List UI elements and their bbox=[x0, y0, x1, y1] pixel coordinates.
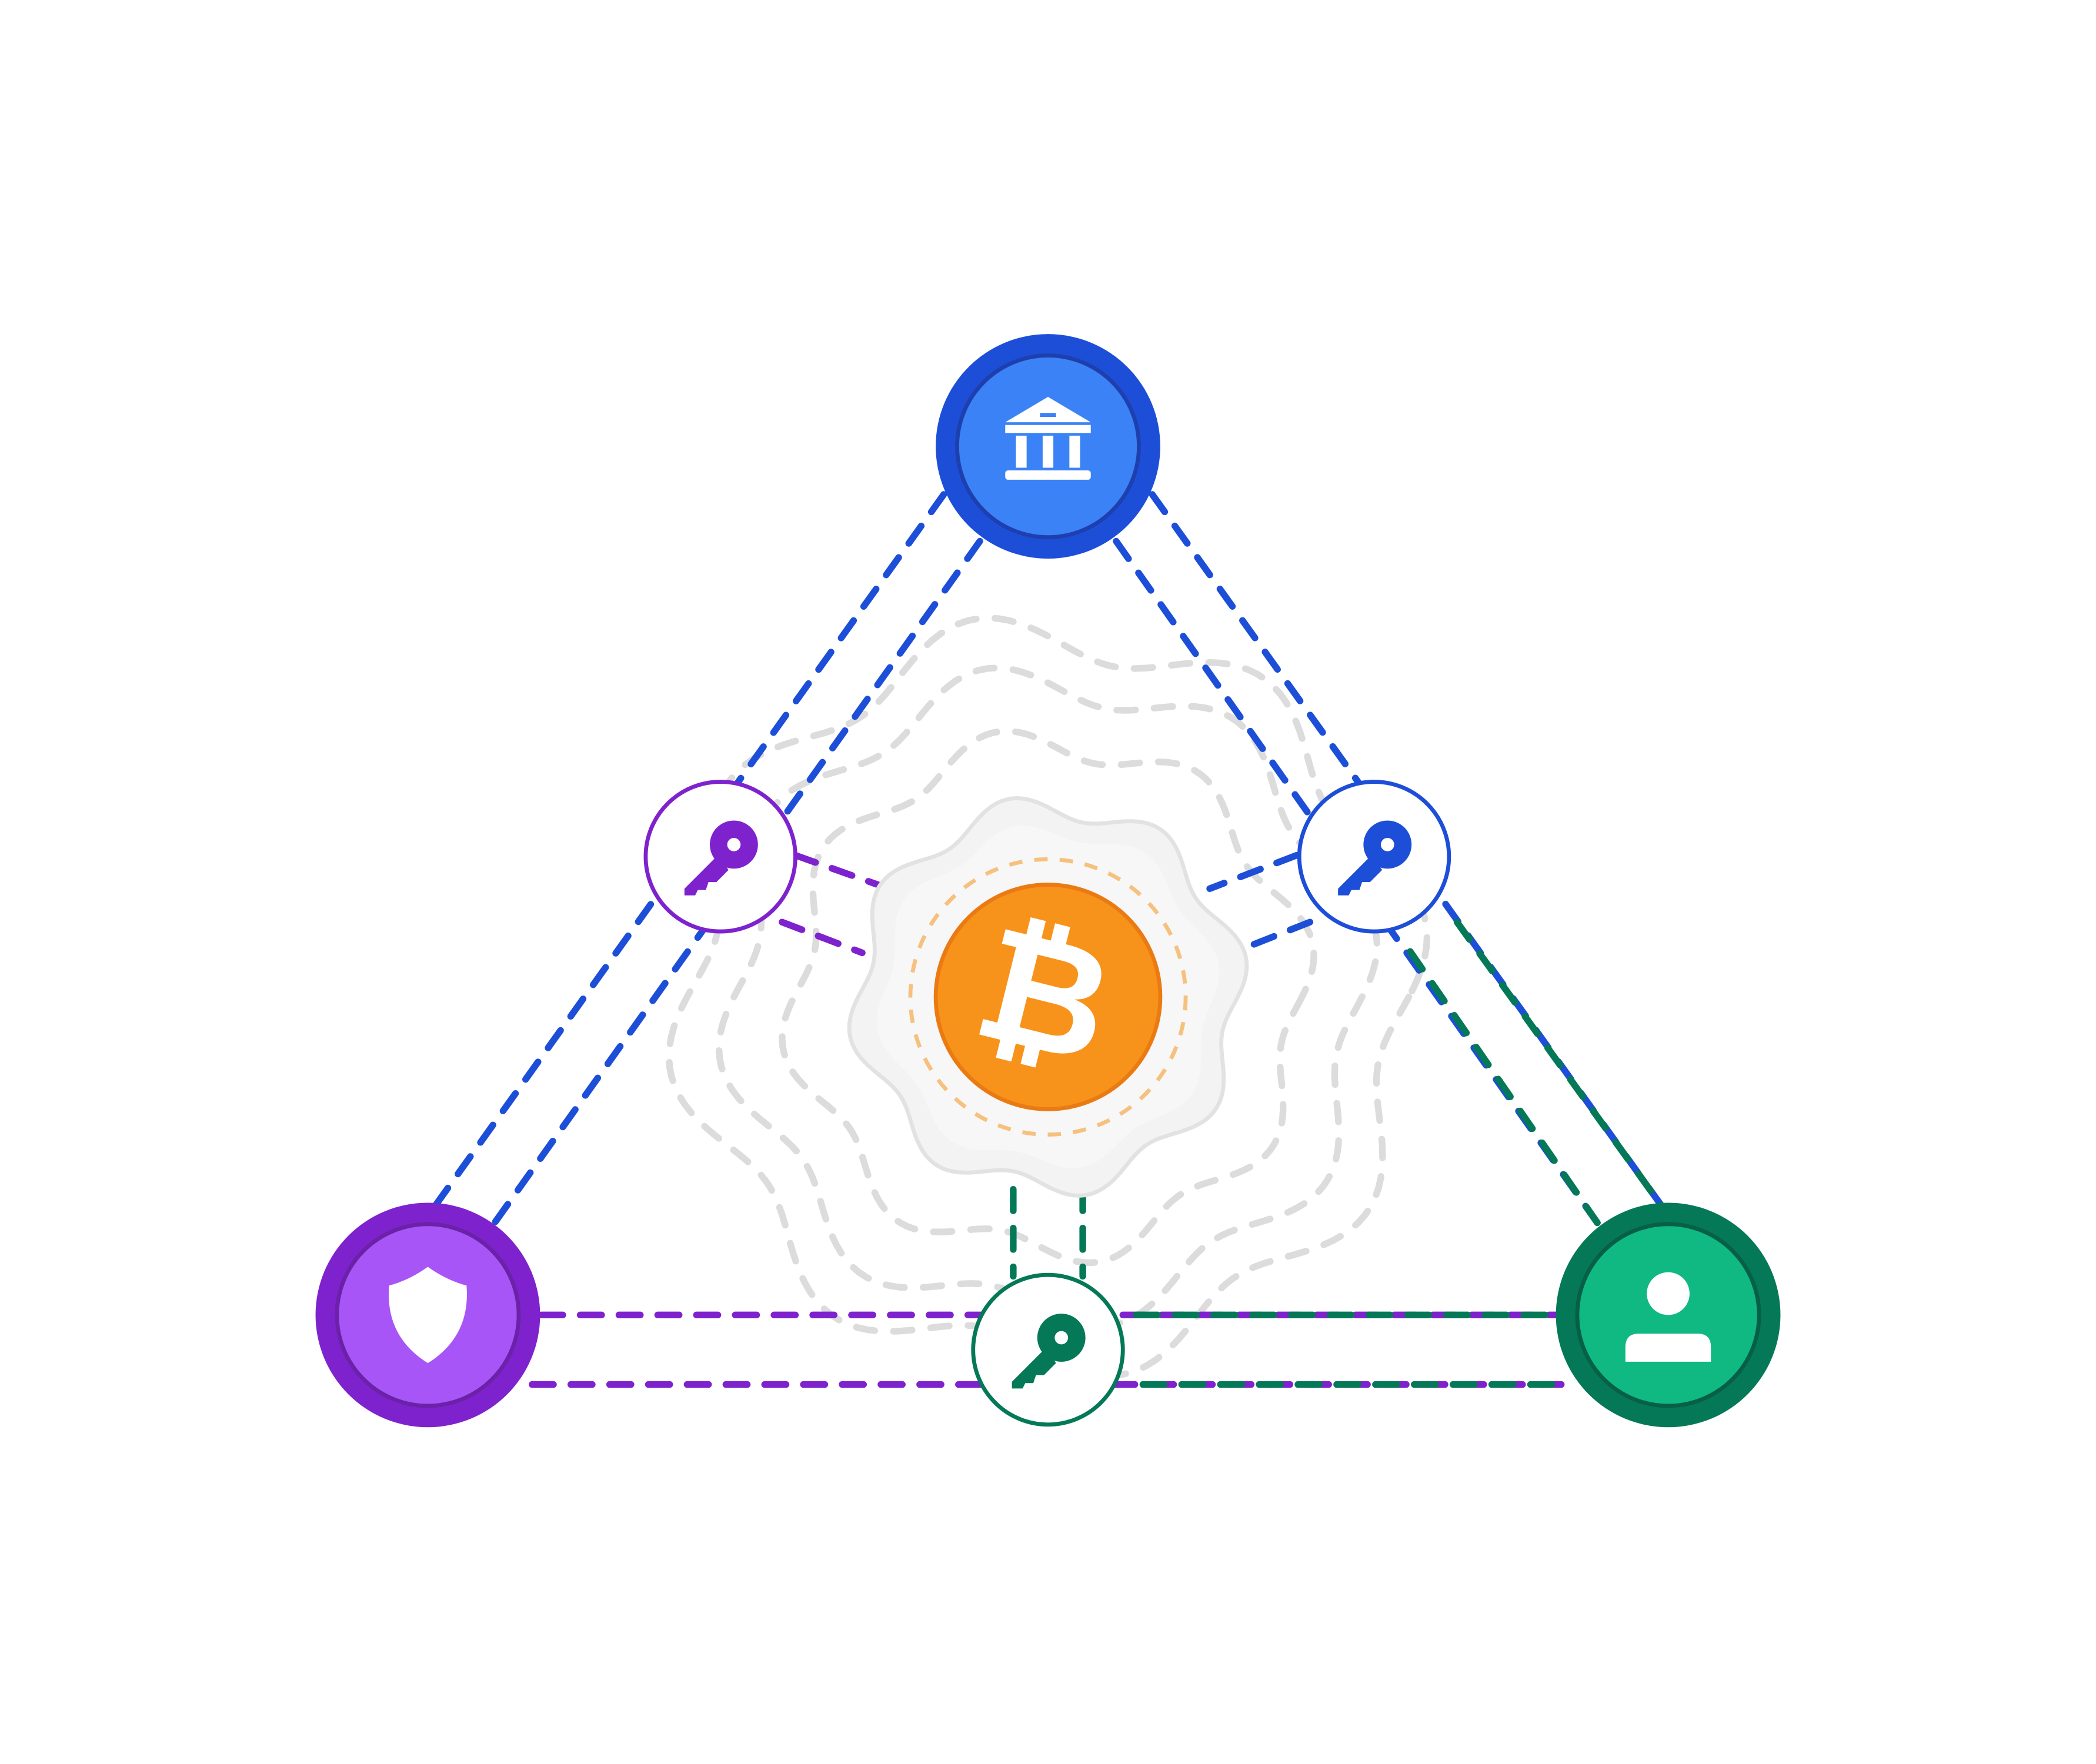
ripple-rings bbox=[665, 614, 1431, 1379]
bitcoin-badge: ₿ bbox=[847, 796, 1249, 1198]
bitcoin-orbit-ring bbox=[908, 857, 1188, 1137]
ripple-ring-3 bbox=[665, 614, 1431, 1379]
ripple-ring-1 bbox=[779, 727, 1317, 1267]
key-node-right[interactable] bbox=[1297, 780, 1451, 934]
link-bank-user-inner bbox=[1113, 537, 1601, 1227]
bank-icon bbox=[1005, 397, 1091, 480]
shield-icon bbox=[388, 1267, 467, 1364]
link-left-key-bitcoin-bottom bbox=[779, 918, 866, 957]
key-node-left[interactable] bbox=[643, 780, 797, 934]
link-right-key-bitcoin-bottom bbox=[1229, 918, 1314, 957]
key-icon bbox=[1338, 820, 1412, 896]
key-node-bottom[interactable] bbox=[971, 1272, 1125, 1427]
key-icon bbox=[1012, 1314, 1086, 1389]
user-icon bbox=[1625, 1272, 1711, 1362]
ripple-ring-2 bbox=[715, 664, 1381, 1329]
link-right-key-bitcoin-top bbox=[1206, 851, 1300, 893]
user-node[interactable] bbox=[1556, 1202, 1781, 1428]
link-bank-shield-inner bbox=[491, 537, 983, 1227]
link-user-right-outer bbox=[1453, 918, 1668, 1213]
shield-node[interactable] bbox=[315, 1202, 540, 1428]
key-icon bbox=[684, 820, 758, 896]
link-user-right-inner bbox=[1407, 948, 1601, 1227]
bank-node[interactable] bbox=[936, 334, 1160, 559]
connector-lines-green bbox=[1133, 918, 1668, 1388]
bitcoin-coin bbox=[933, 883, 1163, 1111]
link-left-key-bitcoin-top bbox=[792, 851, 893, 893]
